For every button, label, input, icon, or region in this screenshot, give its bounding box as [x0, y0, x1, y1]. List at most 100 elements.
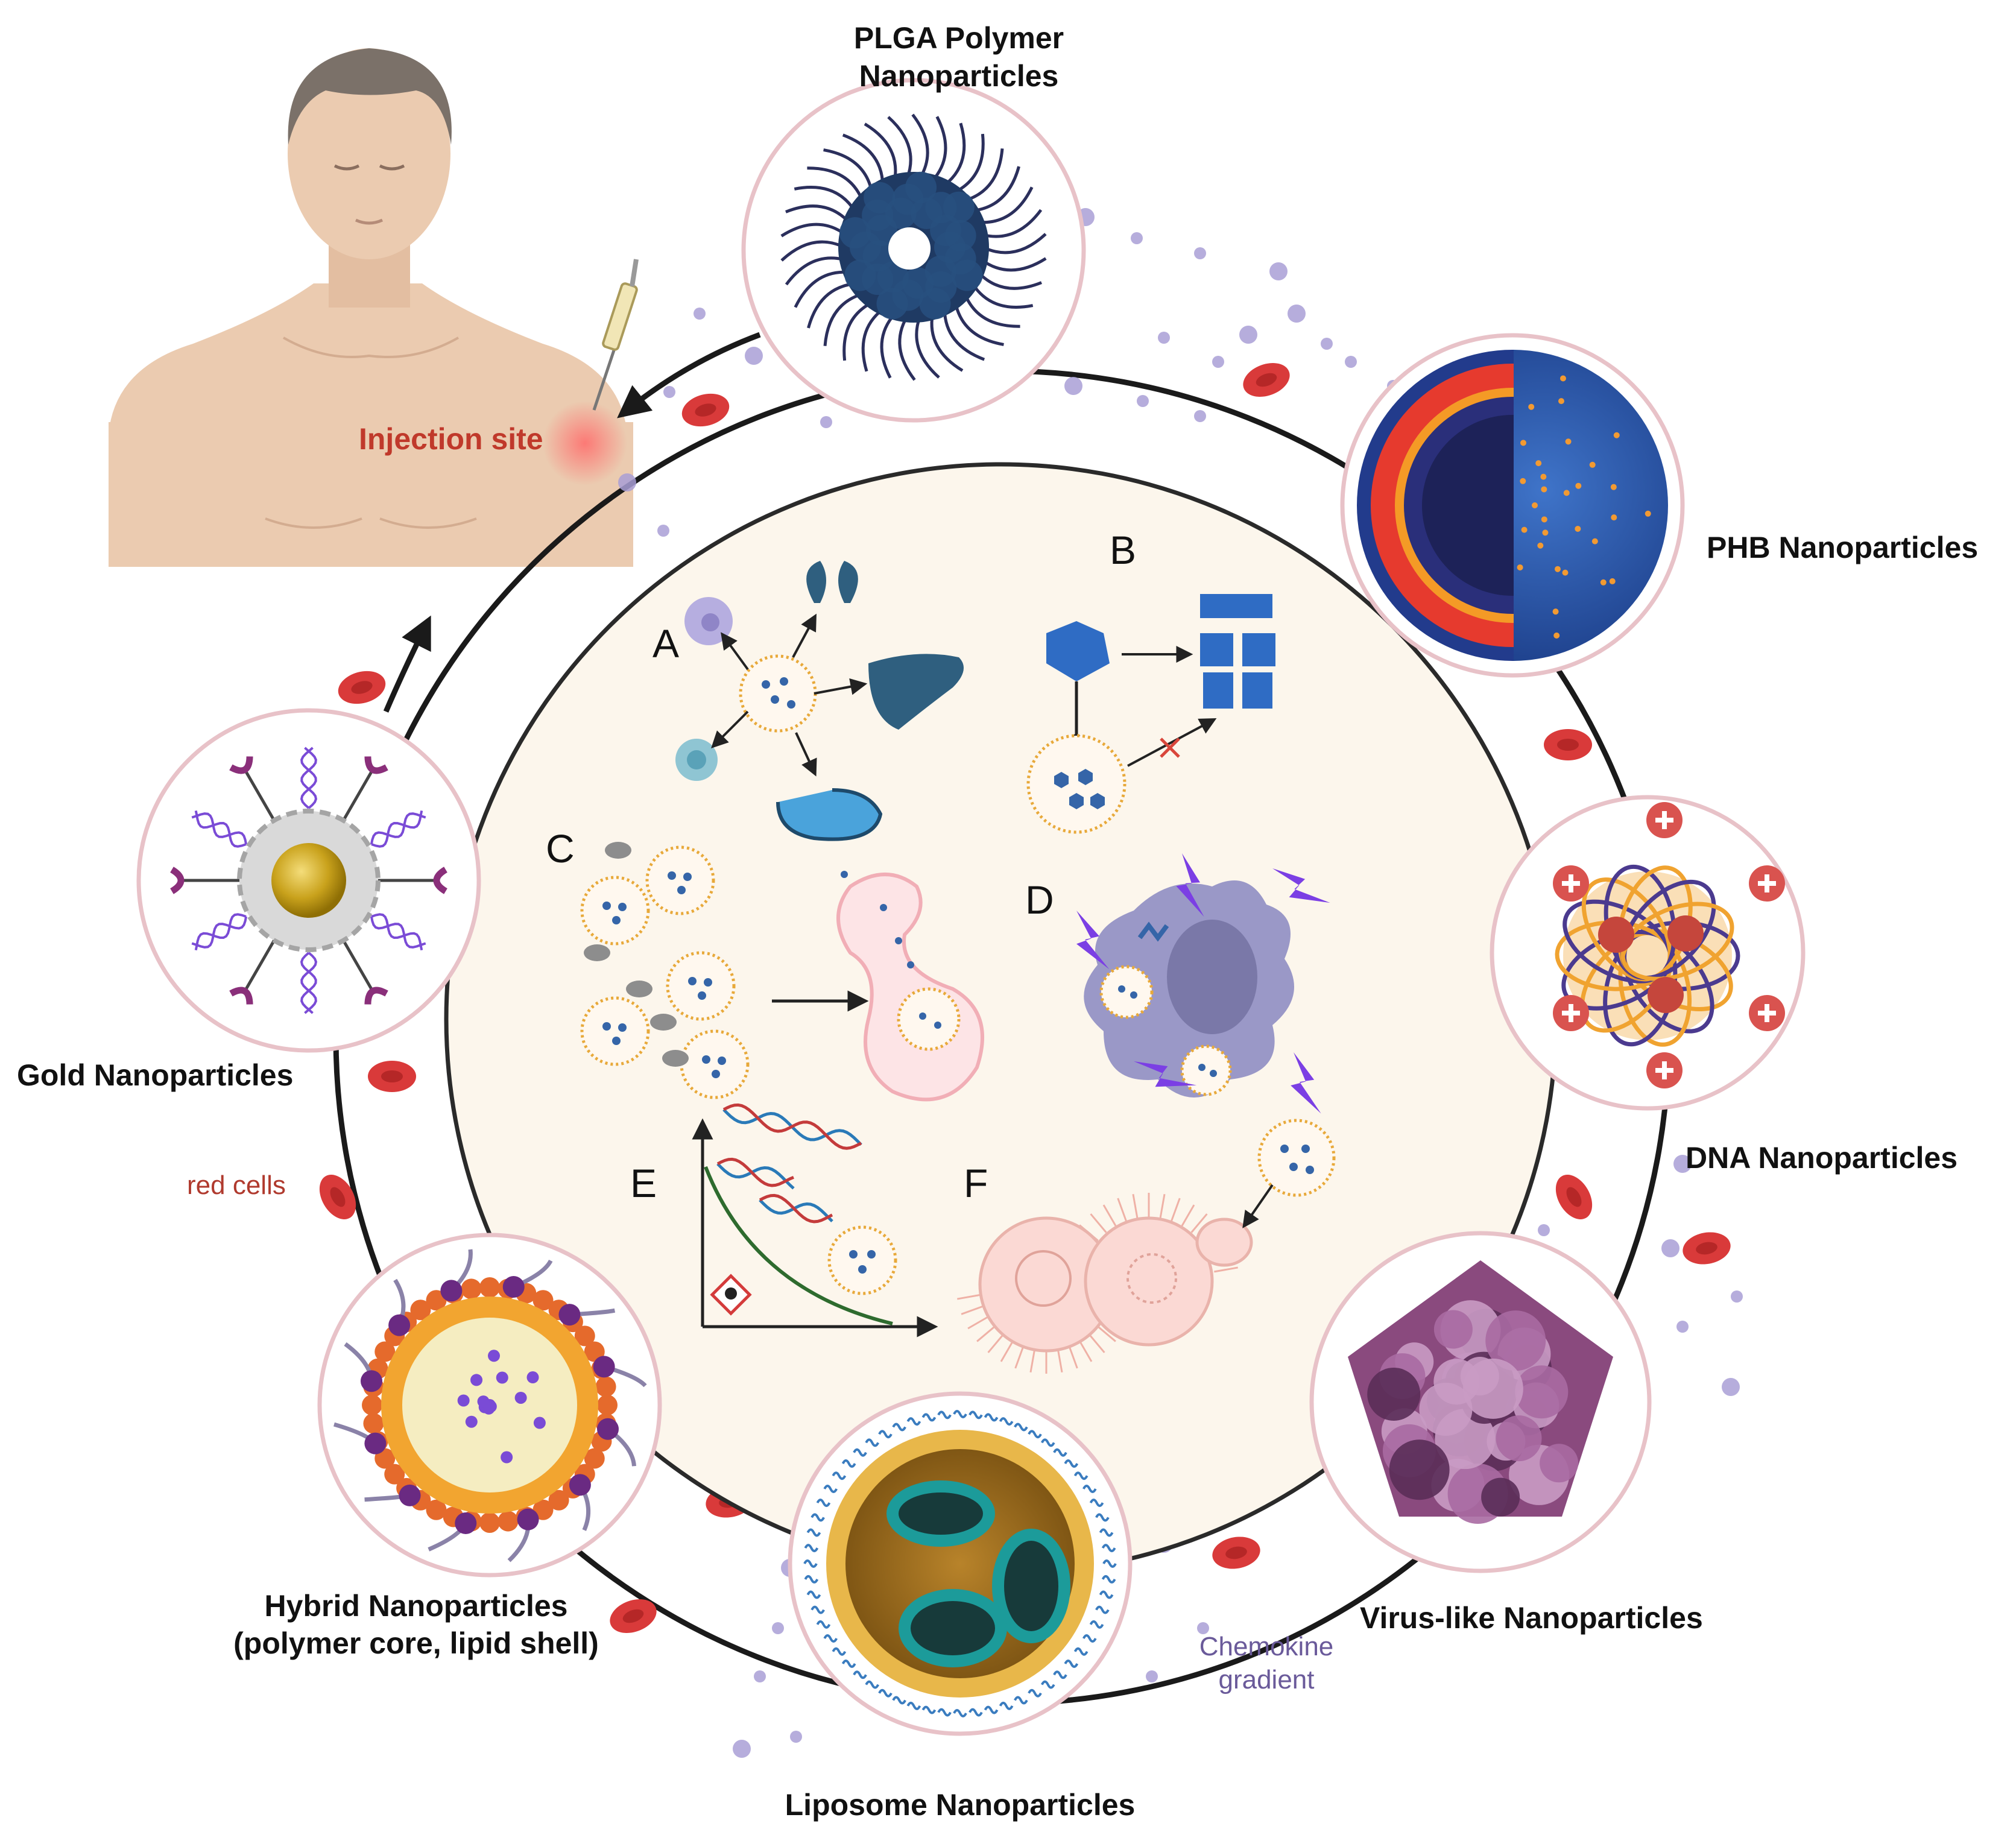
- peg-chain: [853, 1670, 867, 1679]
- peg-chain: [999, 1701, 1014, 1710]
- lipid-head: [362, 1395, 382, 1415]
- drug-payload: [477, 1395, 490, 1408]
- drug-payload: [526, 1371, 539, 1384]
- lipid-head: [584, 1448, 605, 1469]
- cell-filament: [1029, 1348, 1036, 1372]
- positive-charge-icon: [1553, 865, 1589, 902]
- gold-nanoparticle-icon: [271, 843, 346, 918]
- positive-charge-icon: [1749, 865, 1785, 902]
- lightning-bolt-icon: [1076, 911, 1110, 970]
- human-figure: Injection site: [109, 48, 639, 567]
- red-blood-cell-icon: [319, 1175, 356, 1219]
- polymer-tail: [953, 302, 1004, 346]
- lipid-head: [363, 1413, 384, 1434]
- panel-e-letter: E: [630, 1161, 657, 1205]
- chest-lines: [265, 517, 477, 529]
- polymer-tail: [931, 116, 947, 182]
- liposome-nanoparticle: Liposome Nanoparticles: [785, 1391, 1135, 1822]
- polymer-tail: [823, 292, 863, 346]
- capsid-protein: [1367, 1367, 1421, 1421]
- peg-chain: [1028, 1688, 1042, 1698]
- peg-chain: [1101, 1544, 1116, 1553]
- chemokine-note-line1: Chemokine: [1199, 1632, 1334, 1661]
- polymer-tail: [807, 166, 864, 201]
- torso-shoulders: [109, 283, 633, 567]
- cell-filament: [961, 1305, 985, 1315]
- oligonucleotide-strand: [194, 913, 247, 951]
- polymer-tail: [898, 315, 916, 381]
- polymer-tail: [864, 122, 897, 181]
- chemokine-dot: [1146, 1670, 1158, 1682]
- peg-chain: [1082, 1485, 1097, 1493]
- plga-label-line1: PLGA Polymer: [854, 21, 1064, 55]
- oligonucleotide-strand: [191, 812, 248, 845]
- cell-filament: [1159, 1194, 1166, 1218]
- lightning-bolt-icon: [1134, 1061, 1197, 1087]
- red-blood-cell-icon: [681, 393, 730, 427]
- lipid-head: [374, 1341, 396, 1362]
- cell-filament: [1057, 1348, 1063, 1372]
- decay-curve: [704, 1166, 893, 1325]
- stomach-icon: [776, 788, 883, 841]
- peg-chain: [921, 1413, 937, 1422]
- chemokine-dot: [1137, 395, 1149, 407]
- peg-chain: [816, 1620, 831, 1629]
- polymer-tail: [911, 113, 929, 179]
- arrow-to-injection-top: [617, 332, 761, 419]
- peg-chain: [999, 1417, 1014, 1426]
- polymer-tail: [977, 271, 1042, 290]
- chemokine-dot: [745, 347, 763, 365]
- nanoparticle-icon: [827, 1225, 897, 1295]
- peg-chain: [1101, 1575, 1116, 1584]
- peg-chain: [841, 1659, 856, 1668]
- drug-payload: [501, 1451, 513, 1464]
- chemokine-dot: [618, 473, 636, 491]
- phb-label: PHB Nanoparticles: [1707, 531, 1978, 564]
- polymer-tail: [807, 282, 855, 329]
- lipid-head: [548, 1489, 569, 1511]
- syringe-icon: [592, 259, 639, 411]
- polymer-tail: [981, 257, 1047, 272]
- polymer-tail: [943, 309, 985, 361]
- lipid-head: [532, 1499, 554, 1520]
- peg-chain: [937, 1410, 952, 1420]
- panel-d: D: [1025, 853, 1330, 1114]
- capsid-protein: [1481, 1477, 1520, 1517]
- antibody-icon: [169, 867, 185, 894]
- chemokine-dot: [820, 416, 832, 428]
- peg-chain: [984, 1705, 999, 1714]
- hair: [288, 48, 452, 145]
- peg-chain: [816, 1499, 831, 1508]
- lipid-head: [574, 1325, 595, 1347]
- polymer-tail: [823, 148, 874, 192]
- red-blood-cell-icon: [1212, 1537, 1260, 1569]
- polymer-tail: [785, 204, 850, 224]
- ligand-linker: [342, 940, 375, 994]
- peg-chain: [1099, 1528, 1114, 1537]
- peg-chain: [865, 1438, 880, 1447]
- polymer-tail: [915, 315, 940, 379]
- peg-chain: [892, 1423, 906, 1432]
- cell-filament: [1096, 1325, 1116, 1342]
- nanoparticle-icon: [1180, 1044, 1232, 1096]
- cell-filament: [1090, 1213, 1107, 1233]
- injection-site-label: Injection site: [359, 422, 543, 456]
- peg-chain: [804, 1575, 819, 1584]
- ligand-linker: [242, 767, 276, 821]
- plga-nanoparticle: PLGA Polymer Nanoparticles: [741, 21, 1086, 423]
- peg-chain: [823, 1634, 838, 1643]
- antibody-icon: [229, 987, 253, 1005]
- antibody-icon: [364, 987, 388, 1005]
- chemokine-dot: [663, 386, 675, 398]
- polymer-tail: [972, 166, 1020, 212]
- positive-charge-icon: [1646, 1052, 1683, 1088]
- kidney-icon: [806, 561, 858, 603]
- panel-f-letter: F: [964, 1161, 988, 1205]
- polymer-tail: [780, 223, 847, 238]
- peg-chain: [878, 1688, 893, 1698]
- lipid-head: [384, 1464, 405, 1485]
- polymer-tail: [794, 186, 856, 212]
- chemokine-dot: [657, 525, 669, 537]
- peg-chain: [1082, 1634, 1097, 1643]
- eye-left: [333, 164, 360, 171]
